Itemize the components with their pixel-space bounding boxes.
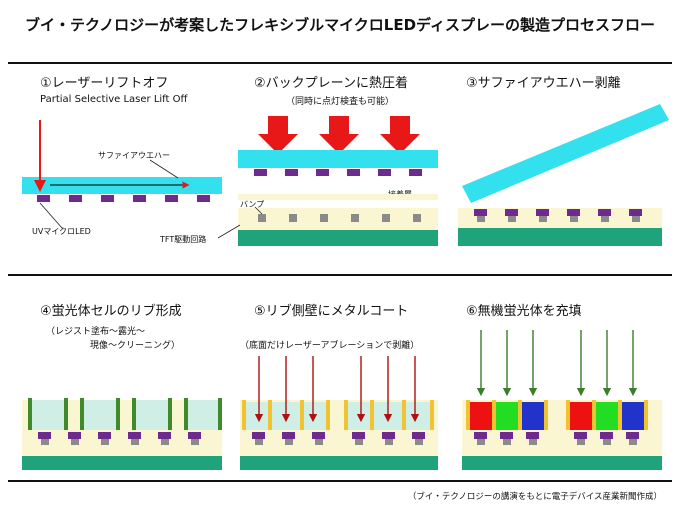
page-title: ブイ・テクノロジーが考案したフレキシブルマイクロLEDディスプレーの製造プロセス… — [24, 16, 655, 34]
step5-diagram — [240, 356, 438, 470]
step2-title: ②バックプレーンに熱圧着 — [254, 76, 409, 91]
sapphire-wafer-label: サファイアウエハー — [98, 151, 170, 160]
step3-title: ③サファイアウエハー剥離 — [466, 76, 621, 91]
adhesive-layer — [238, 208, 438, 230]
step1-diagram — [22, 120, 222, 229]
step4-title: ④蛍光体セルのリブ形成 — [40, 304, 182, 319]
middle-separator — [8, 274, 672, 276]
step5-note: （底面だけレーザーアブレーションで剥離） — [240, 341, 420, 351]
press-arrows — [258, 116, 420, 154]
micro-led — [197, 195, 210, 202]
micro-led — [165, 195, 178, 202]
sapphire-wafer — [238, 150, 438, 168]
tft-circuit-label: TFT駆動回路 — [160, 235, 207, 244]
step2-diagram — [217, 116, 438, 246]
step3-diagram — [458, 104, 669, 246]
micro-led — [101, 195, 114, 202]
bump-label: バンプ — [240, 200, 265, 209]
peeled-sapphire — [462, 104, 669, 203]
step4-diagram — [22, 398, 222, 470]
bottom-separator — [8, 480, 672, 482]
step5-title: ⑤リブ側壁にメタルコート — [254, 304, 409, 319]
step1-subtitle: Partial Selective Laser Lift Off — [40, 94, 188, 105]
step6-diagram — [462, 330, 662, 470]
uv-micro-led-label: UVマイクロLED — [32, 227, 91, 236]
step6-title: ⑥無機蛍光体を充填 — [466, 304, 582, 319]
micro-led — [37, 195, 50, 202]
micro-led — [69, 195, 82, 202]
step1-title: ①レーザーリフトオフ — [40, 76, 169, 91]
step4-note-line1: （レジスト塗布～露光～ — [46, 327, 146, 337]
polyimide-substrate — [238, 230, 438, 246]
top-separator — [8, 62, 672, 64]
credit-note: （ブイ・テクノロジーの講演をもとに電子デバイス産業新聞作成） — [407, 492, 662, 502]
step4-note-line2: 現像～クリーニング） — [90, 341, 181, 351]
step2-subtitle: （同時に点灯検査も可能） — [286, 97, 395, 107]
micro-led — [133, 195, 146, 202]
